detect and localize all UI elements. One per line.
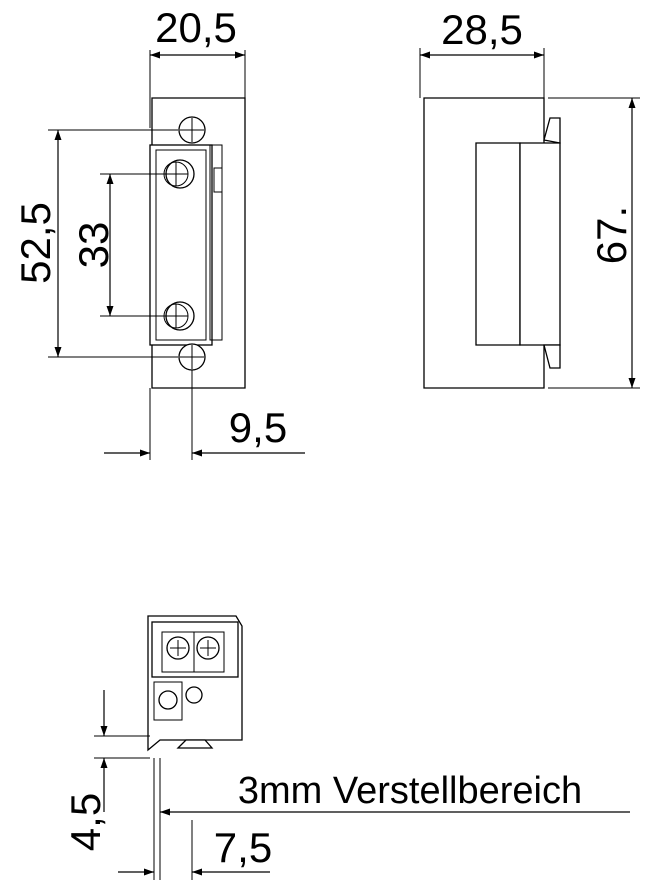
dim-adjust-width: 7,5 <box>214 824 272 871</box>
terminal-screw-right <box>196 636 220 660</box>
dim-screw-spacing: 33 <box>70 222 117 269</box>
terminal-screw-left <box>166 636 190 660</box>
dim-side-width: 28,5 <box>441 6 523 53</box>
dim-adjust-height: 4,5 <box>62 793 109 851</box>
dim-front-width: 20,5 <box>155 4 237 51</box>
screw-bottom-outer <box>178 343 206 371</box>
screw-top-inner <box>163 159 195 189</box>
screw-bottom-inner <box>163 301 195 331</box>
bottom-view: 4,5 3mm Verstellbereich 7,5 <box>62 615 630 880</box>
side-view: 28,5 67. <box>419 6 640 389</box>
screw-top-outer <box>178 116 206 144</box>
dim-height-overall: 52,5 <box>12 202 59 284</box>
dim-offset-bottom: 9,5 <box>229 404 287 451</box>
adjust-range-note: 3mm Verstellbereich <box>238 770 582 812</box>
front-view: 20,5 52,5 33 9,5 <box>12 4 305 460</box>
dim-side-height: 67. <box>588 206 635 264</box>
